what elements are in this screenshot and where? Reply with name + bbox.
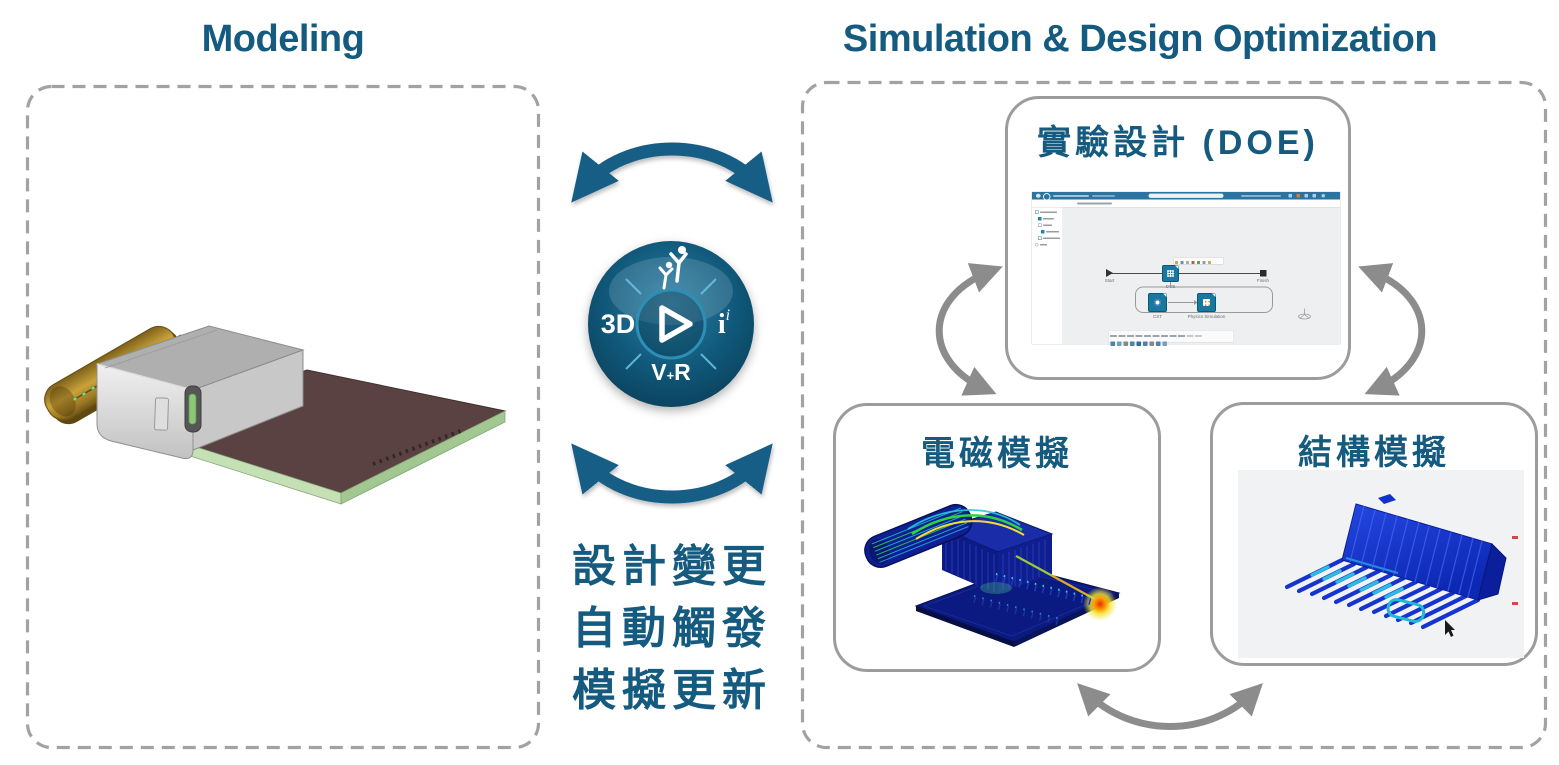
doe-app-body: Start DOE Finish CST Physics Simulation — [1032, 207, 1340, 346]
physics-node — [1197, 293, 1216, 312]
doe-screenshot: Start DOE Finish CST Physics Simulation — [1032, 192, 1340, 346]
gasket-seal — [188, 393, 197, 425]
struct-simulation-image — [1238, 470, 1524, 658]
workflow-mini-toolbar — [1173, 257, 1224, 265]
doe-tab-strip — [1032, 199, 1340, 208]
em-simulation-image — [864, 503, 1121, 647]
sync-arrow-bottom — [571, 443, 773, 504]
simulation-dashed-box — [800, 80, 1548, 750]
caption-line-1: 設計變更 — [572, 542, 772, 591]
axis-triad-icon — [1298, 308, 1311, 320]
doe-bottom-toolbar — [1108, 330, 1234, 346]
compass-center-ring — [635, 288, 707, 360]
header-icon — [1304, 194, 1308, 198]
doe-node — [1162, 265, 1179, 282]
pcb-hole-row — [372, 428, 464, 466]
logo-i-label: ii — [718, 307, 730, 340]
header-icon — [1312, 194, 1316, 198]
metal-shell — [95, 325, 305, 460]
flow-label-finish: Finish — [1256, 278, 1269, 283]
logo-vr-label: V+R — [651, 359, 691, 385]
flow-main-line — [1107, 273, 1263, 274]
cycle-arrow-bottom — [1077, 683, 1263, 730]
doe-workflow-canvas: Start DOE Finish CST Physics Simulation — [1063, 207, 1340, 346]
cycle-arrow-right — [1358, 263, 1426, 396]
handle-loop — [1386, 598, 1426, 623]
cad-connector-model — [44, 325, 507, 505]
struct-box-title: 結構模擬 — [1298, 434, 1450, 472]
compass-mini-icon — [1036, 193, 1041, 198]
caption-line-3: 模擬更新 — [572, 666, 772, 715]
header-icon — [1296, 194, 1300, 198]
flow-label-start: Start — [1104, 278, 1115, 283]
simulation-title: Simulation & Design Optimization — [842, 18, 1438, 60]
logo-3d-label: 3D — [601, 309, 636, 339]
flow-label-cst: CST — [1153, 314, 1162, 319]
flow-end-node — [1260, 270, 1267, 277]
people-icon — [658, 246, 688, 290]
3dexperience-logo: 3D ii V+R — [588, 241, 754, 407]
caption-line-2: 自動觸發 — [572, 604, 772, 653]
loop-outline — [1135, 286, 1273, 313]
cursor-icon — [1445, 620, 1455, 637]
center-caption: 設計變更 自動觸發 模擬更新 — [548, 536, 796, 722]
cycle-arrow-left — [935, 263, 1003, 396]
em-box-title: 電磁模擬 — [921, 435, 1073, 473]
cst-node — [1148, 293, 1167, 312]
doe-box-title: 實驗設計 (DOE) — [1037, 124, 1319, 162]
em-hotspot — [1083, 587, 1117, 621]
doe-model-tree — [1032, 207, 1063, 344]
modeling-dashed-box — [25, 84, 541, 750]
flow-label-physics: Physics Simulation — [1187, 314, 1226, 319]
doe-app-header — [1032, 192, 1340, 201]
flow-start-node — [1106, 269, 1113, 277]
doe-search-bar — [1148, 193, 1224, 198]
shell-tab — [154, 397, 169, 431]
plate-ridges — [1349, 505, 1483, 598]
header-icon — [1321, 194, 1325, 198]
sync-arrow-top — [571, 142, 773, 203]
play-icon — [659, 305, 693, 343]
header-icon — [1288, 194, 1292, 198]
modeling-title: Modeling — [201, 18, 365, 60]
compass-divider-lines — [625, 278, 717, 370]
